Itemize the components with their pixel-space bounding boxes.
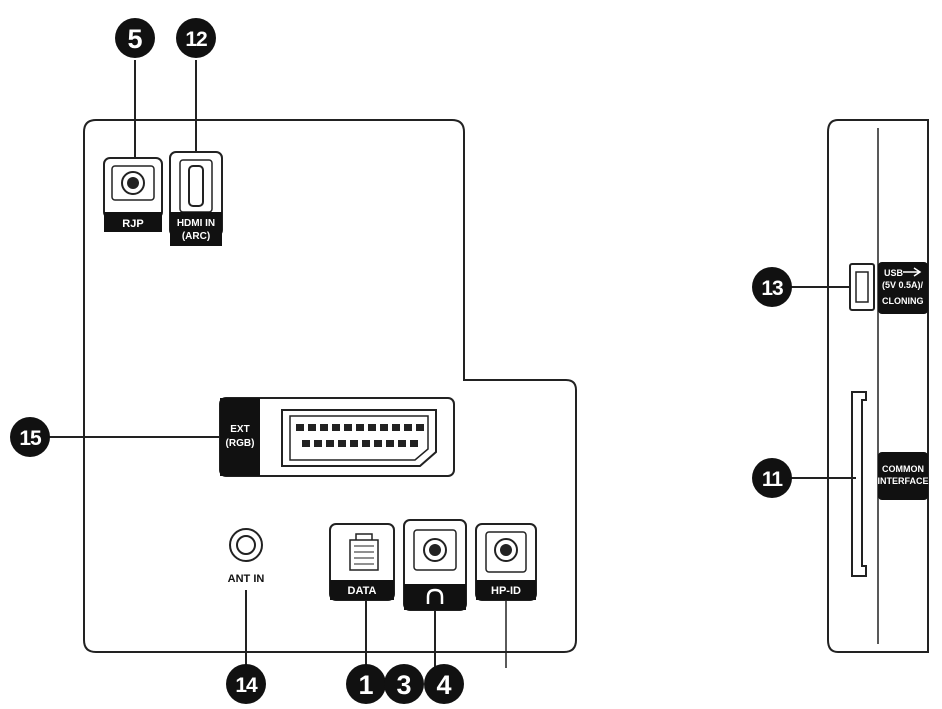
common-interface-slot: COMMON INTERFACE	[851, 391, 929, 577]
hdmi-label-line1: HDMI IN	[177, 218, 215, 229]
scart-pins	[296, 424, 424, 447]
usb-icon	[903, 267, 922, 277]
ext-label-line1: EXT	[230, 424, 249, 435]
data-port: DATA	[329, 523, 395, 601]
callout-12: 12	[176, 18, 216, 58]
callout-5: 5	[115, 18, 155, 58]
svg-text:12: 12	[185, 28, 207, 51]
svg-text:1: 1	[358, 670, 373, 700]
headphone-port	[403, 519, 467, 611]
svg-text:4: 4	[436, 670, 451, 700]
hdmi-label-line2: (ARC)	[182, 231, 210, 242]
rjp-port: RJP	[103, 157, 163, 232]
ext-rgb-scart-port: EXT (RGB)	[219, 397, 455, 477]
svg-text:11: 11	[762, 468, 784, 491]
callout-14: 14	[226, 664, 266, 704]
usb-cloning-port: USB (5V 0.5A)/ CLONING	[849, 262, 928, 314]
svg-text:3: 3	[396, 670, 411, 700]
callout-11: 11	[752, 458, 792, 498]
rjp-label: RJP	[122, 218, 143, 230]
hp-id-label: HP-ID	[491, 585, 521, 597]
svg-text:5: 5	[127, 24, 142, 54]
usb-label-line3: CLONING	[882, 296, 924, 306]
hdmi-in-arc-port: HDMI IN (ARC)	[169, 151, 223, 246]
usb-label-line1: USB	[884, 268, 904, 278]
svg-text:15: 15	[19, 427, 42, 450]
ci-label-line1: COMMON	[882, 464, 924, 474]
rear-panel-outline	[83, 119, 577, 653]
ext-label-line2: (RGB)	[226, 438, 255, 449]
callout-1: 1	[346, 664, 386, 704]
callout-4: 4	[424, 664, 464, 704]
ant-in-label: ANT IN	[228, 573, 265, 585]
side-panel-outline	[827, 119, 929, 653]
hp-id-port: HP-ID	[475, 523, 537, 601]
ant-in-port: ANT IN	[228, 528, 265, 585]
data-label: DATA	[348, 585, 377, 597]
svg-text:13: 13	[761, 277, 783, 300]
callout-13: 13	[752, 267, 792, 307]
callout-3: 3	[384, 664, 424, 704]
usb-label-line2: (5V 0.5A)/	[882, 280, 924, 290]
headphone-icon	[426, 588, 444, 604]
callout-15: 15	[10, 417, 50, 457]
svg-text:14: 14	[235, 674, 258, 697]
ci-label-line2: INTERFACE	[877, 476, 928, 486]
